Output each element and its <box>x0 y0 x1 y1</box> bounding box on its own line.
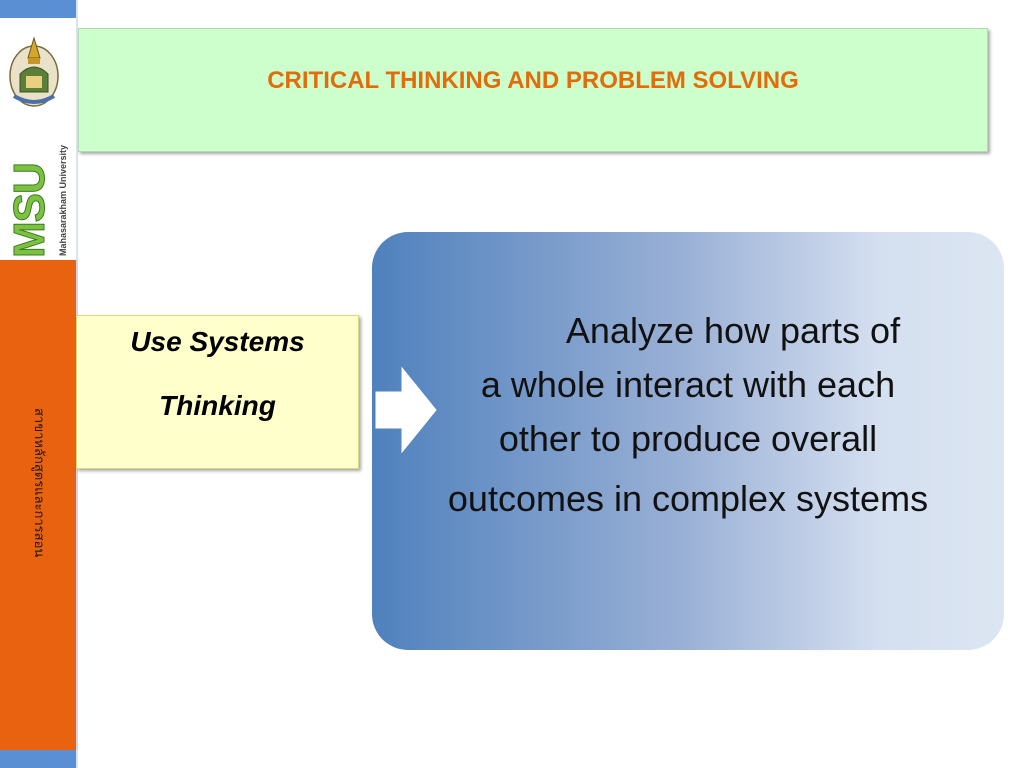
concept-label-line-1: Use Systems <box>130 326 305 357</box>
sidebar-bottom-bar <box>0 750 78 768</box>
description-line-3: other to produce overall <box>498 418 878 459</box>
university-seal-icon <box>9 36 59 107</box>
description-line-4: outcomes in complex systems <box>447 478 929 519</box>
description-box: Analyze how parts of a whole interact wi… <box>372 232 1004 650</box>
department-label: สาขาหลักสูตรและการสอน <box>31 408 46 558</box>
university-name: Mahasarakham University <box>58 144 68 256</box>
sidebar: MSU Mahasarakham University สาขาหลักสูตร… <box>0 0 78 768</box>
concept-label-line-2: Thinking <box>159 390 276 421</box>
description-line-2: a whole interact with each <box>480 364 896 405</box>
description-line-1: Analyze how parts of <box>565 310 901 351</box>
slide-title: CRITICAL THINKING AND PROBLEM SOLVING <box>267 67 799 94</box>
sidebar-top-bar <box>0 0 78 18</box>
msu-logo-text: MSU <box>5 163 55 259</box>
sidebar-orange-band: สาขาหลักสูตรและการสอน <box>0 260 78 750</box>
concept-box: Use Systems Thinking <box>76 315 359 469</box>
right-arrow-icon <box>375 366 437 454</box>
slide-title-box: CRITICAL THINKING AND PROBLEM SOLVING <box>78 28 988 152</box>
sidebar-logo-area: MSU Mahasarakham University <box>0 18 78 260</box>
